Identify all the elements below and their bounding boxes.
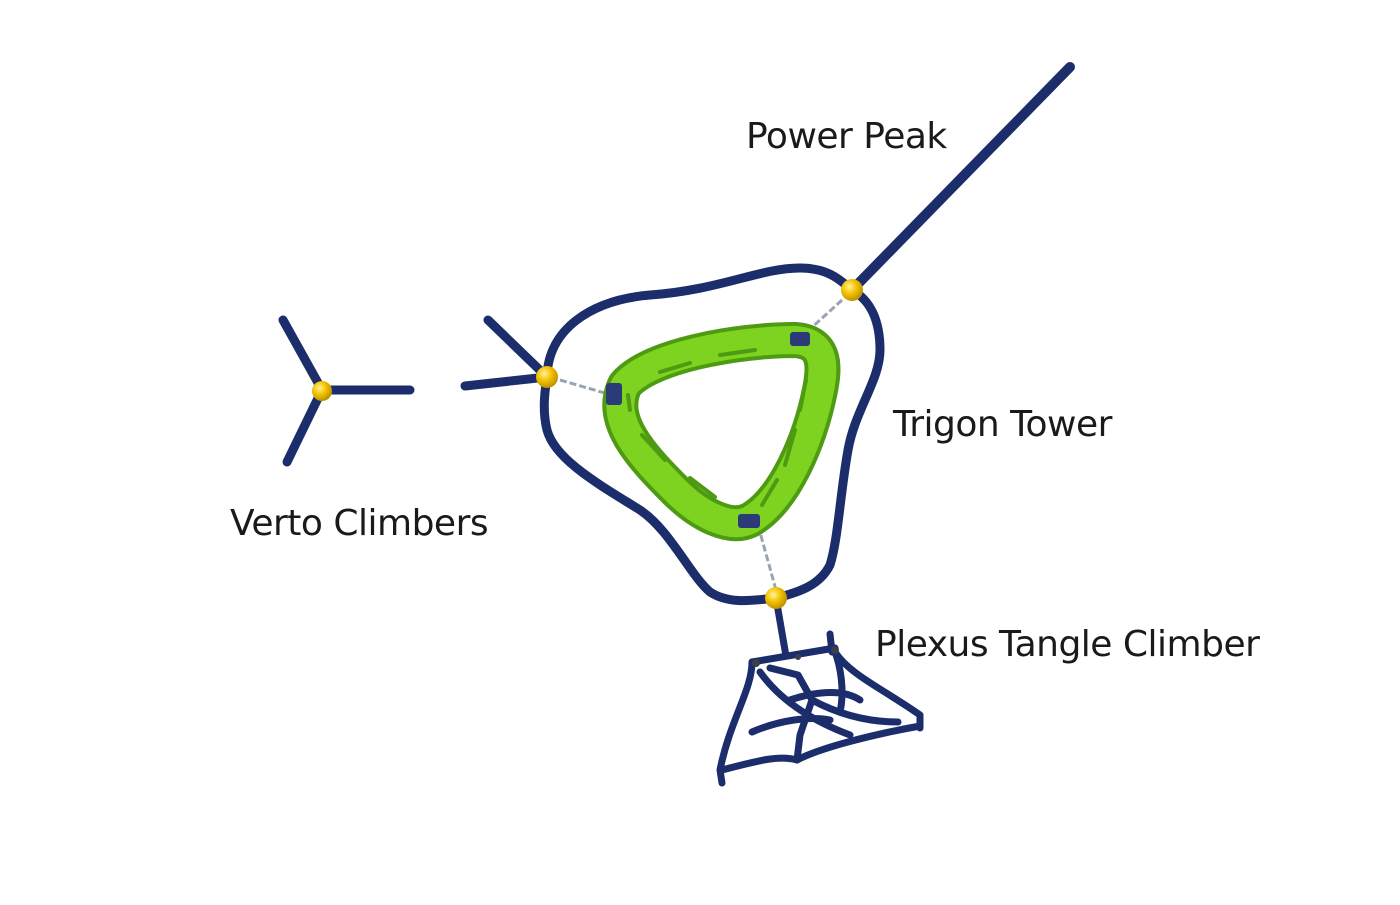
connector-ball-left	[536, 366, 558, 388]
label-plexus-tangle-climber: Plexus Tangle Climber	[875, 624, 1260, 665]
label-power-peak: Power Peak	[746, 116, 947, 157]
verto-climber-standalone	[278, 315, 415, 467]
verto-climber-near	[460, 315, 552, 391]
label-verto-climbers: Verto Climbers	[230, 503, 489, 544]
ball-connectors	[312, 279, 863, 609]
plexus-joints	[752, 646, 839, 667]
label-trigon-tower: Trigon Tower	[893, 404, 1112, 445]
outer-frame-loop	[539, 263, 885, 606]
connector-ball-bottom	[765, 587, 787, 609]
trigon-tower-ring	[602, 322, 841, 542]
connector-ball-verto	[312, 381, 332, 401]
power-peak-pole	[847, 62, 1075, 295]
connector-ball-power-peak	[841, 279, 863, 301]
